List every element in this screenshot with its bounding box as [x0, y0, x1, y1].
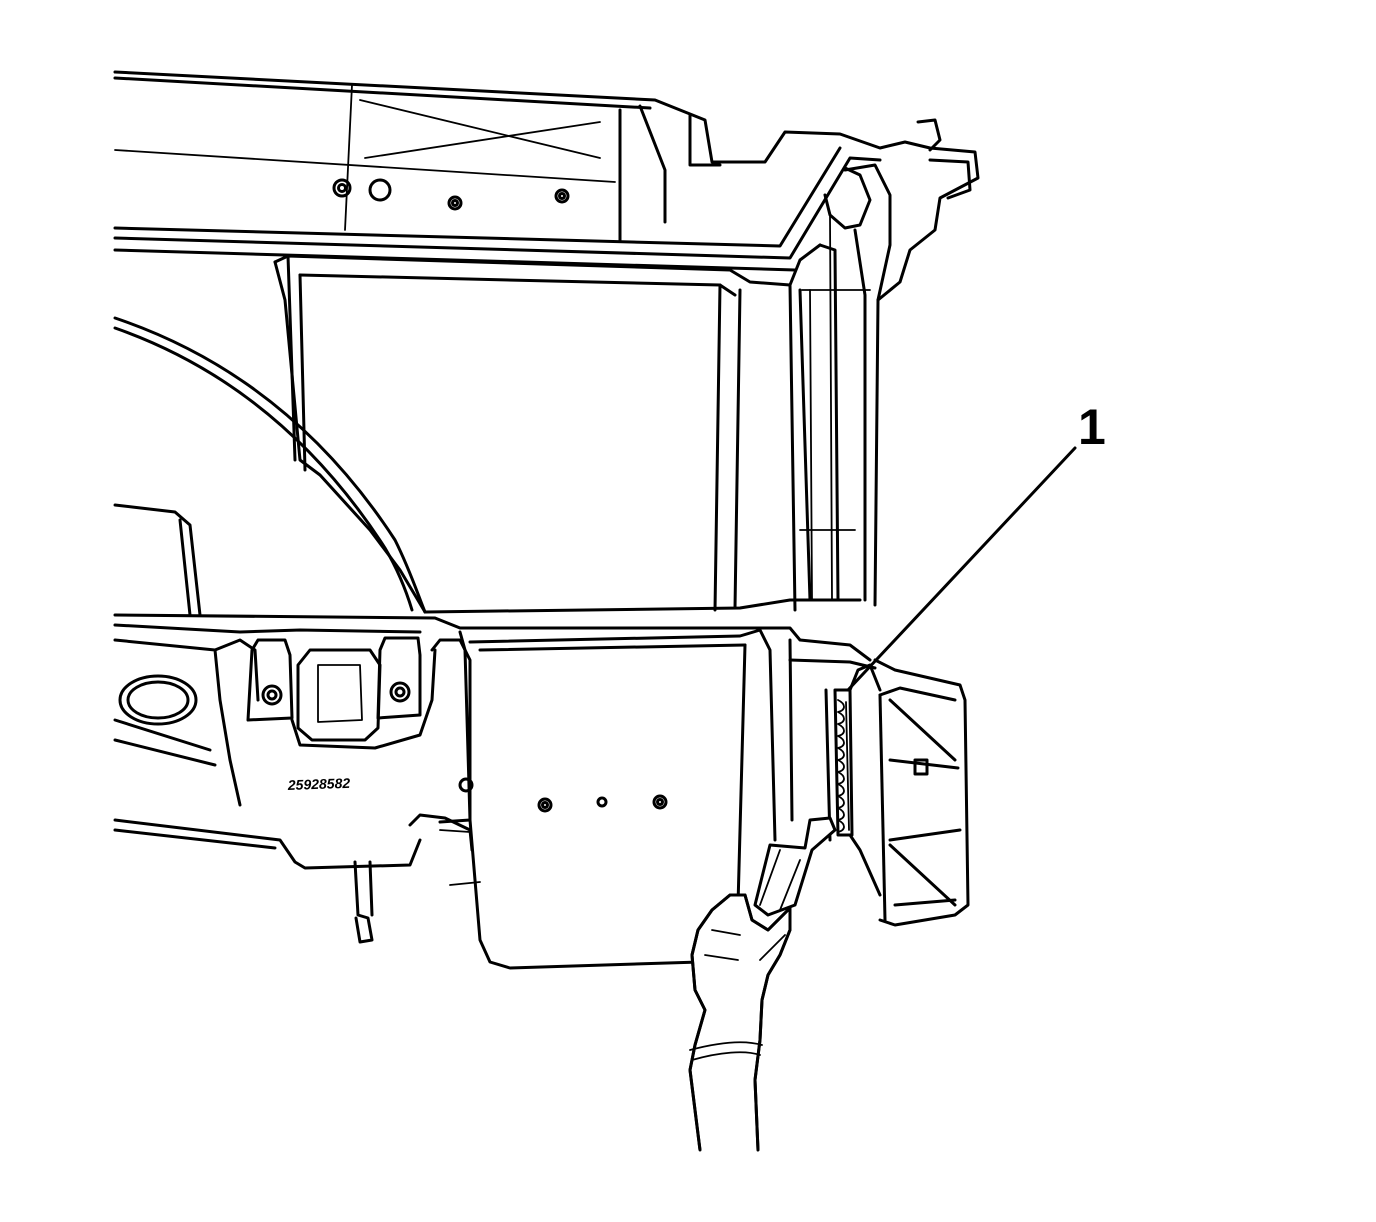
part-number-stamp: 25928582	[287, 775, 351, 793]
upper-housing	[113, 70, 980, 302]
right-bracket	[788, 658, 970, 927]
callout-1: 1	[846, 399, 1106, 692]
gloved-hand-with-applicator	[688, 816, 837, 1152]
duct-body	[113, 228, 871, 614]
lower-frame: 25928582	[113, 503, 872, 944]
callout-1-leader-line	[846, 446, 1077, 692]
side-rail	[823, 163, 892, 607]
seal-strip	[833, 688, 854, 837]
callout-1-label: 1	[1078, 399, 1106, 455]
lower-deflector-panel	[458, 628, 794, 970]
